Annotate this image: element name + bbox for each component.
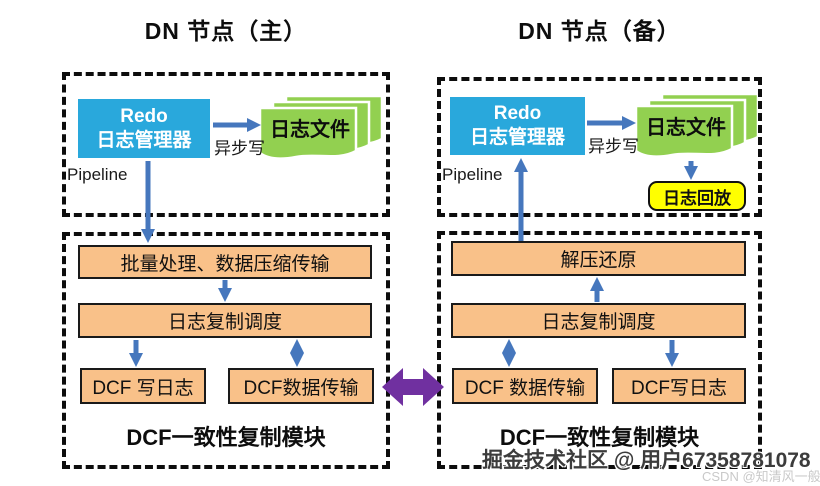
primary-batch-compress-box: 批量处理、数据压缩传输 bbox=[78, 245, 372, 279]
standby-async-write-label: 异步写 bbox=[588, 137, 639, 156]
primary-log-files-label: 日志文件 bbox=[270, 119, 350, 141]
primary-dcf-module-label: DCF一致性复制模块 bbox=[126, 425, 326, 450]
standby-log-files-label: 日志文件 bbox=[646, 117, 726, 139]
primary-log-replication-schedule-box: 日志复制调度 bbox=[78, 303, 372, 338]
standby-log-replay-label: 日志回放 bbox=[663, 188, 731, 208]
standby-redo-manager-box: Redo 日志管理器 bbox=[450, 97, 585, 155]
primary-dcf-dashed-box bbox=[62, 232, 390, 469]
primary-dcf-write-log-label: DCF 写日志 bbox=[92, 377, 194, 399]
primary-redo-line2: 日志管理器 bbox=[96, 129, 192, 151]
primary-async-write-label: 异步写 bbox=[214, 139, 265, 158]
primary-redo-line1: Redo bbox=[120, 105, 168, 127]
log-files-icon bbox=[636, 93, 758, 158]
primary-redo-dashed-box bbox=[62, 72, 390, 217]
standby-dcf-write-log-box: DCF写日志 bbox=[612, 368, 746, 404]
watermark-juejin: 掘金技术社区 @ 用户67358781078 bbox=[482, 449, 811, 472]
standby-decompress-label: 解压还原 bbox=[560, 250, 637, 271]
primary-log-files-stack bbox=[260, 95, 382, 163]
standby-log-replication-schedule-label: 日志复制调度 bbox=[541, 312, 656, 333]
standby-redo-dashed-box bbox=[437, 77, 762, 217]
standby-log-files-stack bbox=[636, 93, 758, 161]
standby-dcf-data-transfer-label: DCF 数据传输 bbox=[464, 377, 586, 399]
standby-panel-title: DN 节点（备） bbox=[518, 18, 681, 44]
standby-pipeline-label: Pipeline bbox=[442, 165, 503, 184]
primary-panel-title: DN 节点（主） bbox=[144, 18, 308, 44]
primary-batch-compress-label: 批量处理、数据压缩传输 bbox=[120, 253, 330, 275]
standby-dcf-write-log-label: DCF写日志 bbox=[630, 377, 728, 399]
watermark-csdn: CSDN @知清风一般 bbox=[702, 469, 820, 484]
standby-decompress-box: 解压还原 bbox=[451, 241, 746, 276]
primary-redo-manager-box: Redo 日志管理器 bbox=[78, 99, 210, 158]
standby-redo-line2: 日志管理器 bbox=[469, 127, 565, 148]
primary-log-replication-schedule-label: 日志复制调度 bbox=[167, 312, 282, 333]
log-files-icon bbox=[260, 95, 382, 160]
cross-node-replication-double-arrow bbox=[382, 368, 444, 406]
standby-log-replay-box: 日志回放 bbox=[648, 181, 746, 211]
primary-pipeline-label: Pipeline bbox=[67, 165, 128, 184]
primary-dcf-data-transfer-label: DCF数据传输 bbox=[243, 377, 359, 399]
standby-redo-line1: Redo bbox=[493, 103, 542, 125]
standby-dcf-data-transfer-box: DCF 数据传输 bbox=[452, 368, 598, 404]
primary-dcf-write-log-box: DCF 写日志 bbox=[80, 368, 206, 404]
standby-log-replication-schedule-box: 日志复制调度 bbox=[451, 303, 746, 338]
primary-dcf-data-transfer-box: DCF数据传输 bbox=[228, 368, 374, 404]
standby-dcf-module-label: DCF一致性复制模块 bbox=[499, 425, 700, 450]
standby-dcf-dashed-box bbox=[437, 231, 762, 469]
